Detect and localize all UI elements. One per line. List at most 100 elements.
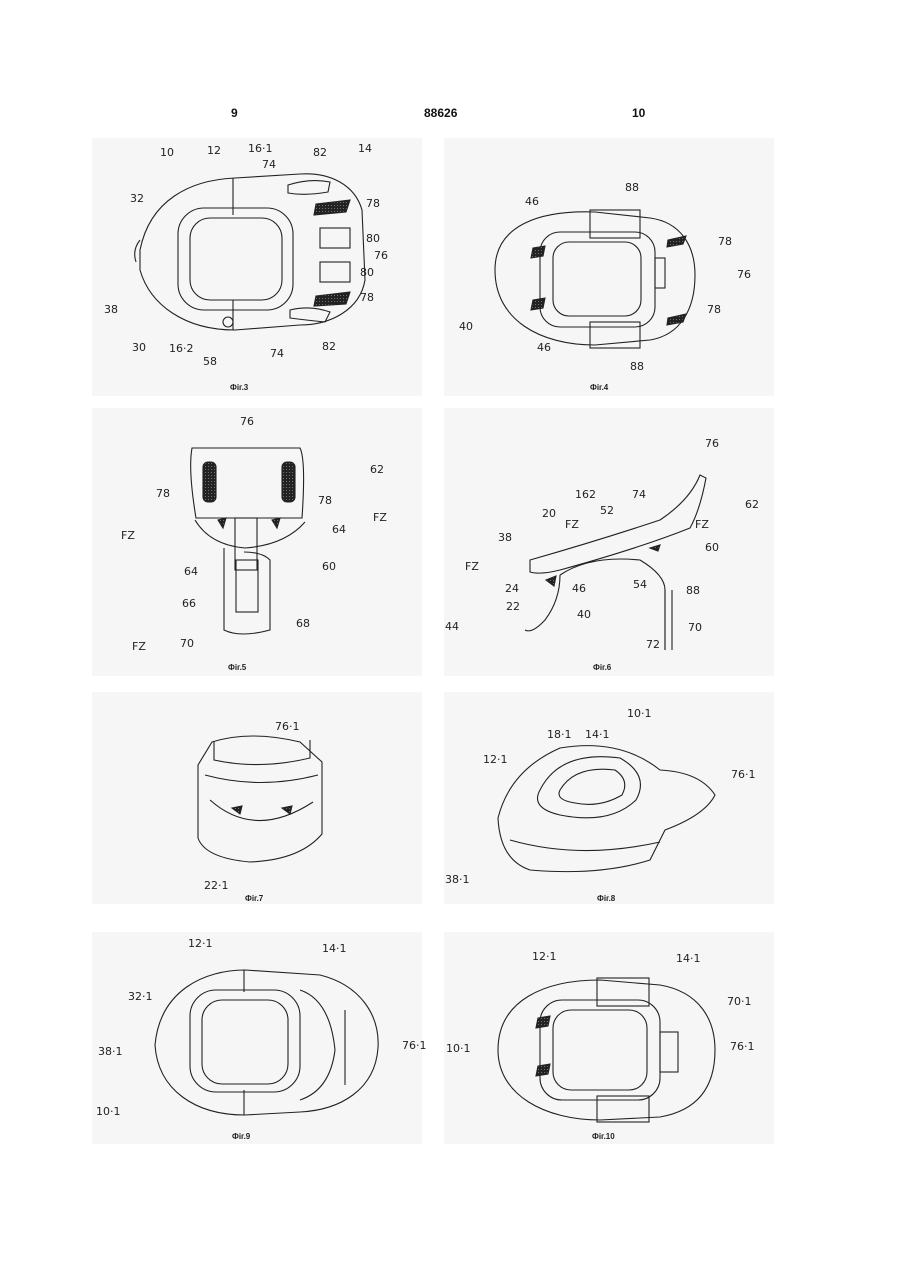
fig3-label: 78 xyxy=(366,197,380,210)
fig5-label: 66 xyxy=(182,597,196,610)
figure-8-caption: Фіг.8 xyxy=(597,894,616,903)
fig6-label: 46 xyxy=(572,582,586,595)
fig9-label: 76·1 xyxy=(402,1039,427,1052)
fig6-label: 52 xyxy=(600,504,614,517)
fig6-label: 38 xyxy=(498,531,512,544)
fig6-label: FZ xyxy=(465,560,479,573)
fig9-label: 32·1 xyxy=(128,990,153,1003)
fig4-label: 78 xyxy=(718,235,732,248)
fig6-label: 74 xyxy=(632,488,646,501)
fig6-label: 24 xyxy=(505,582,519,595)
fig5-label: FZ xyxy=(132,640,146,653)
fig3-label: 16·1 xyxy=(248,142,273,155)
fig6-label: 20 xyxy=(542,507,556,520)
fig4-label: 76 xyxy=(737,268,751,281)
figure-3-drawing xyxy=(135,174,365,330)
figure-5-caption: Фіг.5 xyxy=(228,663,247,672)
fig9-label: 12·1 xyxy=(188,937,213,950)
figure-7-caption: Фіг.7 xyxy=(245,894,264,903)
fig3-label: 74 xyxy=(270,347,284,360)
fig8-label: 14·1 xyxy=(585,728,610,741)
figure-8-labels: 10·1 18·1 14·1 12·1 76·1 38·1 xyxy=(445,707,756,886)
fig3-label: 78 xyxy=(360,291,374,304)
fig8-label: 76·1 xyxy=(731,768,756,781)
fig4-label: 40 xyxy=(459,320,473,333)
fig6-label: 22 xyxy=(506,600,520,613)
fig7-label: 76·1 xyxy=(275,720,300,733)
fig5-label: 70 xyxy=(180,637,194,650)
fig6-label: 40 xyxy=(577,608,591,621)
figure-9-caption: Фіг.9 xyxy=(232,1132,251,1141)
fig3-label: 80 xyxy=(366,232,380,245)
figure-4-drawing xyxy=(495,210,695,348)
figure-3-labels: 10 12 16·1 74 82 14 32 78 80 76 80 38 78… xyxy=(104,142,388,368)
fig3-label: 30 xyxy=(132,341,146,354)
fig4-label: 88 xyxy=(630,360,644,373)
fig3-label: 82 xyxy=(322,340,336,353)
fig6-label: 72 xyxy=(646,638,660,651)
fig6-label: FZ xyxy=(565,518,579,531)
fig5-label: 60 xyxy=(322,560,336,573)
figure-6-caption: Фіг.6 xyxy=(593,663,612,672)
fig5-label: FZ xyxy=(121,529,135,542)
fig5-label: 68 xyxy=(296,617,310,630)
figure-3-caption: Фіг.3 xyxy=(230,383,249,392)
fig8-label: 10·1 xyxy=(627,707,652,720)
fig5-label: 62 xyxy=(370,463,384,476)
fig3-label: 74 xyxy=(262,158,276,171)
fig6-label: 44 xyxy=(445,620,459,633)
fig3-label: 76 xyxy=(374,249,388,262)
fig3-label: 10 xyxy=(160,146,174,159)
fig5-label: 76 xyxy=(240,415,254,428)
figure-10-caption: Фіг.10 xyxy=(592,1132,615,1141)
fig5-label: FZ xyxy=(373,511,387,524)
fig9-label: 14·1 xyxy=(322,942,347,955)
figure-6-drawing xyxy=(525,475,706,650)
figure-9-drawing xyxy=(155,970,378,1115)
fig9-label: 10·1 xyxy=(96,1105,121,1118)
fig8-label: 38·1 xyxy=(445,873,470,886)
fig10-label: 12·1 xyxy=(532,950,557,963)
fig3-label: 32 xyxy=(130,192,144,205)
fig3-label: 58 xyxy=(203,355,217,368)
figure-8-drawing xyxy=(498,746,715,872)
fig6-label: 76 xyxy=(705,437,719,450)
fig3-label: 38 xyxy=(104,303,118,316)
fig3-label: 14 xyxy=(358,142,372,155)
fig10-label: 76·1 xyxy=(730,1040,755,1053)
fig5-label: 64 xyxy=(332,523,346,536)
fig4-label: 46 xyxy=(525,195,539,208)
fig7-label: 22·1 xyxy=(204,879,229,892)
fig3-label: 16·2 xyxy=(169,342,194,355)
fig10-label: 10·1 xyxy=(446,1042,471,1055)
fig3-label: 82 xyxy=(313,146,327,159)
figure-10-drawing xyxy=(498,978,715,1122)
figure-5-drawing xyxy=(191,448,305,634)
fig6-label: 54 xyxy=(633,578,647,591)
fig10-label: 14·1 xyxy=(676,952,701,965)
figure-4-caption: Фіг.4 xyxy=(590,383,609,392)
fig4-label: 78 xyxy=(707,303,721,316)
fig6-label: 62 xyxy=(745,498,759,511)
fig6-label: 162 xyxy=(575,488,596,501)
fig6-label: FZ xyxy=(695,518,709,531)
fig6-label: 88 xyxy=(686,584,700,597)
fig5-label: 64 xyxy=(184,565,198,578)
fig10-label: 70·1 xyxy=(727,995,752,1008)
fig4-label: 46 xyxy=(537,341,551,354)
fig6-label: 70 xyxy=(688,621,702,634)
fig6-label: 60 xyxy=(705,541,719,554)
fig8-label: 12·1 xyxy=(483,753,508,766)
fig5-label: 78 xyxy=(318,494,332,507)
fig3-label: 12 xyxy=(207,144,221,157)
figure-5-labels: 76 62 78 78 FZ FZ 64 64 60 66 68 FZ 70 xyxy=(121,415,387,653)
fig3-label: 80 xyxy=(360,266,374,279)
figure-10-labels: 12·1 14·1 70·1 10·1 76·1 xyxy=(446,950,755,1055)
figure-6-labels: 76 162 74 62 52 20 FZ FZ 38 60 FZ 46 88 … xyxy=(445,437,759,651)
fig9-label: 38·1 xyxy=(98,1045,123,1058)
fig8-label: 18·1 xyxy=(547,728,572,741)
figure-7-drawing xyxy=(198,736,322,862)
fig4-label: 88 xyxy=(625,181,639,194)
fig5-label: 78 xyxy=(156,487,170,500)
